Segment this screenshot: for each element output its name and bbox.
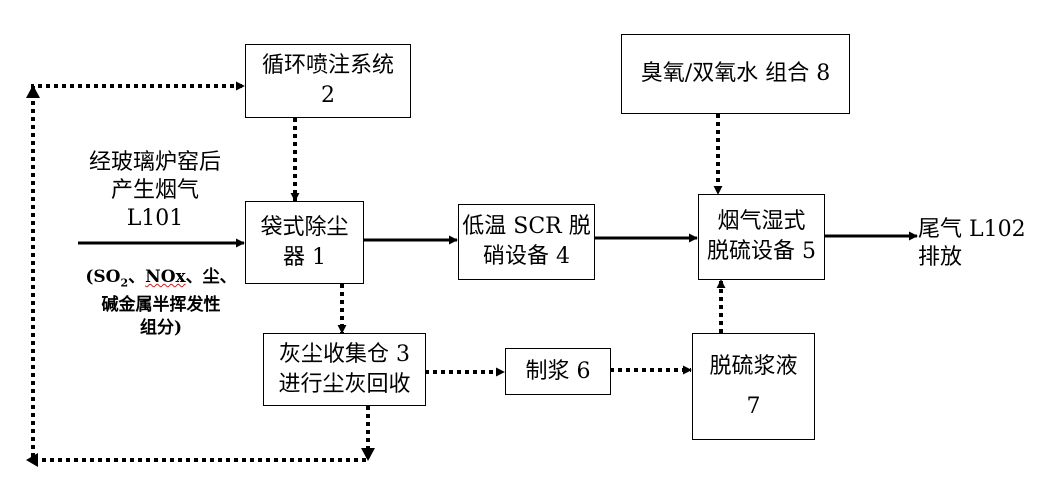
box-4-line-2: 硝设备 4: [483, 244, 570, 269]
box-4-line-1: 低温 SCR 脱: [462, 214, 591, 239]
outlet-line-1: 尾气 L102: [918, 217, 1026, 242]
box-pulping: 制浆 6: [505, 348, 611, 395]
box-2-line-1: 循环喷注系统: [261, 53, 394, 78]
pollutant-components: (SO2、NOx、尘、 碱金属半挥发性 组分): [76, 266, 246, 340]
pollutant-line-1: (SO2、NOx、尘、: [76, 266, 246, 294]
box-5-line-1: 烟气湿式: [717, 209, 806, 234]
pollutant-nox: NOx: [145, 267, 186, 287]
box-ozone-peroxide-combination: 臭氧/双氧水 组合 8: [621, 34, 850, 114]
recycle-loop-arrow-left: [26, 453, 38, 467]
box-1-line-2: 器 1: [283, 244, 326, 270]
box-1-line-1: 袋式除尘: [260, 214, 349, 240]
box-bag-filter: 袋式除尘 器 1: [245, 201, 364, 284]
pollutant-separator-2: 、尘、: [185, 267, 237, 287]
box-3-line-1: 灰尘收集仓 3: [279, 341, 410, 367]
box-dust-collection-bin: 灰尘收集仓 3 进行尘灰回收: [263, 333, 426, 406]
box-wet-desulfurization: 烟气湿式 脱硫设备 5: [698, 194, 825, 280]
pollutant-line-2: 碱金属半挥发性: [101, 295, 221, 316]
pollutant-line-3: 组分): [139, 318, 183, 339]
box-7-line-1: 脱硫浆液: [709, 353, 798, 379]
recycle-loop-arrow-up: [26, 85, 40, 98]
outlet-line-2: 排放: [918, 245, 963, 270]
inlet-line-2: 产生烟气: [110, 178, 199, 203]
inlet-label: 经玻璃炉窑后 产生烟气 L101: [70, 149, 240, 233]
box-3-line-2: 进行尘灰回收: [278, 371, 411, 397]
pollutant-open: (: [85, 267, 94, 287]
recycle-loop-arrow-down: [361, 448, 375, 461]
box-8-line-1: 臭氧/双氧水 组合 8: [640, 61, 831, 86]
inlet-line-3: L101: [126, 206, 184, 231]
box-7-line-2: 7: [746, 393, 761, 419]
box-low-temp-scr-denitration: 低温 SCR 脱 硝设备 4: [458, 204, 595, 280]
box-circulating-injection-system: 循环喷注系统 2: [245, 44, 411, 118]
outlet-label: 尾气 L102 排放: [918, 216, 1038, 272]
box-desulfurization-slurry: 脱硫浆液 7: [692, 333, 815, 440]
box-2-line-2: 2: [321, 83, 335, 108]
pollutant-so2-subscript: 2: [120, 276, 129, 290]
inlet-line-1: 经玻璃炉窑后: [88, 150, 221, 175]
box-5-line-2: 脱硫设备 5: [707, 239, 816, 264]
recycle-loop: [31, 81, 370, 462]
pollutant-so2: SO: [93, 267, 121, 287]
box-6-line-1: 制浆 6: [525, 358, 591, 384]
pollutant-separator-1: 、: [128, 267, 146, 287]
